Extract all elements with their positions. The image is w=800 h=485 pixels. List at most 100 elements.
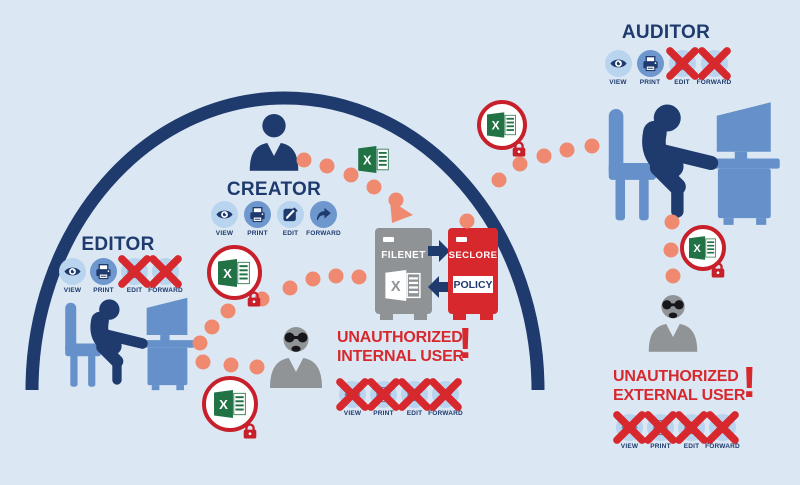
auditor-permissions: VIEW PRINT EDIT FORWARD — [602, 50, 732, 86]
red-x-icon — [705, 410, 740, 445]
creator-person-icon — [246, 113, 302, 171]
unauthorized-internal-title: UNAUTHORIZED INTERNAL USER — [337, 328, 464, 366]
permission-label: PRINT — [650, 443, 671, 450]
red-x-icon — [366, 377, 401, 412]
permission-label: VIEW — [63, 287, 82, 294]
permission-print-denied: PRINT — [645, 414, 676, 450]
eye-icon — [604, 50, 632, 77]
seclore-label: SECLORE — [448, 250, 498, 261]
permission-print: PRINT — [634, 50, 666, 86]
edit-icon — [678, 414, 705, 441]
red-x-icon — [335, 377, 370, 412]
protected-excel-file — [202, 376, 258, 432]
red-x-icon — [697, 46, 732, 81]
red-x-icon — [665, 46, 700, 81]
excel-file-icon — [214, 390, 247, 418]
creator-title: CREATOR — [226, 179, 322, 200]
warning-exclamation: ! — [458, 319, 473, 368]
permission-forward-denied: FORWARD — [705, 414, 740, 450]
excel-file-icon — [218, 259, 251, 287]
editor-permissions: VIEW PRINT EDIT FORWARD — [57, 258, 183, 294]
red-x-icon — [643, 410, 678, 445]
permission-label: PRINT — [247, 230, 268, 237]
permission-label: FORWARD — [696, 79, 732, 86]
permission-edit-denied: EDIT — [676, 414, 707, 450]
permission-forward: FORWARD — [306, 201, 341, 237]
edit-icon — [277, 201, 304, 228]
padlock-icon — [709, 261, 727, 278]
editor-title: EDITOR — [81, 234, 155, 255]
permission-label: FORWARD — [306, 230, 341, 237]
auditor-workstation-icon — [602, 100, 782, 226]
forward-icon — [310, 201, 337, 228]
permission-print: PRINT — [88, 258, 119, 294]
permission-label: VIEW — [609, 79, 627, 86]
permission-label: VIEW — [343, 410, 362, 417]
excel-file-icon — [385, 270, 422, 301]
creator-permissions: VIEW PRINT EDIT FORWARD — [208, 201, 341, 237]
permission-label: FORWARD — [428, 410, 463, 417]
filenet-repository: FILENET — [375, 228, 432, 320]
printer-icon — [636, 50, 664, 77]
unauthorized-external-permissions: VIEW PRINT EDIT FORWARD — [614, 414, 740, 450]
arrow-left-icon — [428, 276, 450, 298]
printer-icon — [90, 258, 117, 285]
permission-edit-denied: EDIT — [666, 50, 698, 86]
unauthorized-external-title: UNAUTHORIZED EXTERNAL USER — [613, 367, 745, 405]
permission-label: VIEW — [215, 230, 234, 237]
printer-icon — [647, 414, 674, 441]
unauthorized-internal-permissions: VIEW PRINT EDIT FORWARD — [337, 381, 463, 417]
permission-edit: EDIT — [274, 201, 307, 237]
forward-icon — [709, 414, 736, 441]
server-vent — [383, 237, 394, 242]
permission-edit-denied: EDIT — [119, 258, 150, 294]
printer-icon — [370, 381, 397, 408]
permission-edit-denied: EDIT — [399, 381, 430, 417]
permission-view-denied: VIEW — [614, 414, 645, 450]
warning-exclamation: ! — [742, 358, 757, 407]
permission-view: VIEW — [602, 50, 634, 86]
red-x-icon — [148, 254, 183, 289]
red-x-icon — [612, 410, 647, 445]
filenet-seclore-exchange-arrows — [428, 240, 450, 298]
red-x-icon — [397, 377, 432, 412]
excel-file-icon — [358, 146, 390, 173]
permission-label: PRINT — [639, 79, 661, 86]
permission-view: VIEW — [208, 201, 241, 237]
arrow-right-icon — [428, 240, 450, 262]
printer-icon — [244, 201, 271, 228]
permission-view: VIEW — [57, 258, 88, 294]
protected-excel-file — [207, 245, 262, 300]
excel-file-icon — [487, 112, 517, 138]
title-line: UNAUTHORIZED — [337, 329, 463, 346]
permission-print-denied: PRINT — [368, 381, 399, 417]
permission-forward-denied: FORWARD — [696, 50, 732, 86]
server-feet — [448, 313, 498, 320]
eye-icon — [211, 201, 238, 228]
eye-icon — [339, 381, 366, 408]
unauthorized-internal-user-icon — [266, 326, 326, 388]
red-x-icon — [428, 377, 463, 412]
permission-label: VIEW — [620, 443, 639, 450]
title-line: EXTERNAL USER — [613, 387, 746, 404]
edit-icon — [121, 258, 148, 285]
permission-view-denied: VIEW — [337, 381, 368, 417]
permission-label: PRINT — [373, 410, 394, 417]
protected-excel-file — [680, 225, 726, 271]
permission-label: FORWARD — [705, 443, 740, 450]
permission-label: EDIT — [683, 443, 700, 450]
permission-label: EDIT — [674, 79, 690, 86]
server-feet — [375, 313, 432, 320]
permission-forward-denied: FORWARD — [148, 258, 183, 294]
padlock-icon — [510, 140, 528, 157]
padlock-icon — [241, 422, 259, 439]
editor-workstation-icon — [60, 296, 196, 391]
seclore-policy-server: SECLORE POLICY — [448, 228, 498, 320]
title-line: UNAUTHORIZED — [613, 368, 739, 385]
forward-icon — [701, 50, 728, 77]
excel-file-icon — [689, 236, 717, 260]
flow-arrowhead-icon — [390, 200, 413, 223]
eye-icon — [616, 414, 643, 441]
permission-label: EDIT — [406, 410, 423, 417]
